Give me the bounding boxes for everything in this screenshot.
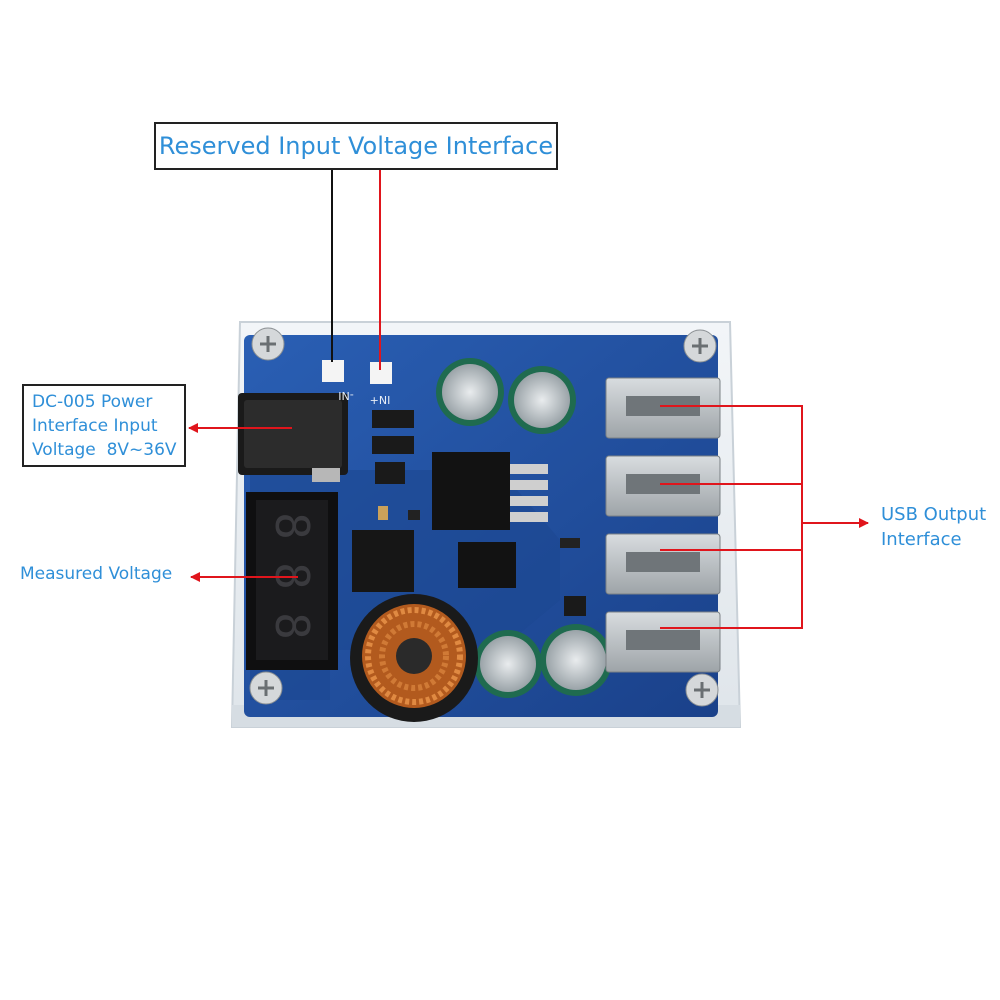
measured-voltage-label: Measured Voltage bbox=[20, 564, 173, 584]
dc-power-label: DC-005 Power Interface Input Voltage 8V~… bbox=[22, 384, 186, 467]
dc-power-line-3: Voltage 8V~36V bbox=[32, 440, 177, 460]
regulator-chip bbox=[432, 452, 548, 588]
toroid-inductor bbox=[350, 594, 478, 722]
usb-output-label: USB Output Interface bbox=[881, 502, 986, 552]
display-digit-1: 8 bbox=[265, 512, 319, 540]
dc-power-line-2: Interface Input bbox=[32, 416, 158, 436]
pointer-lines bbox=[188, 170, 869, 629]
capacitors bbox=[436, 358, 612, 698]
dc-power-line-1: DC-005 Power bbox=[32, 392, 153, 412]
reserved-input-label: Reserved Input Voltage Interface bbox=[154, 122, 558, 170]
dc-jack bbox=[238, 393, 348, 482]
input-pads: -NI +NI bbox=[322, 360, 392, 407]
smd-components bbox=[352, 410, 586, 616]
usb-output-line-1: USB Output bbox=[881, 504, 987, 525]
usb-bracket bbox=[660, 405, 803, 629]
pad-neg-label: -NI bbox=[338, 389, 353, 402]
pad-pos-label: +NI bbox=[370, 394, 391, 407]
usb-output-line-2: Interface bbox=[881, 529, 962, 550]
seven-segment-display: 8 8 8 bbox=[246, 492, 338, 670]
display-digit-3: 8 bbox=[265, 612, 319, 640]
screws bbox=[249, 327, 719, 707]
